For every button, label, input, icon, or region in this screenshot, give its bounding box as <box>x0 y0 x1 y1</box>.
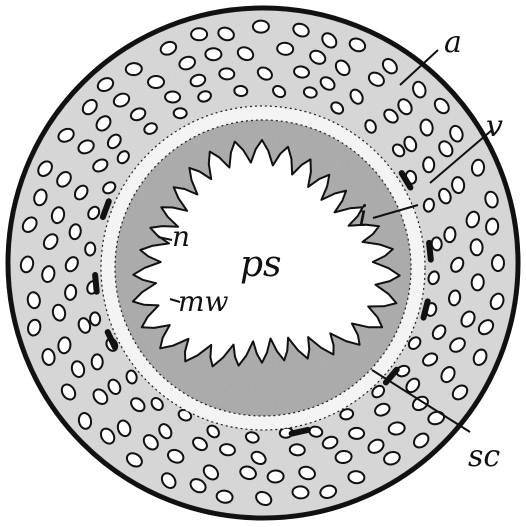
cell <box>148 76 164 88</box>
cell <box>234 85 248 97</box>
cell <box>90 312 101 326</box>
label-sc: sc <box>468 439 500 474</box>
cell <box>470 239 483 256</box>
cell <box>85 242 96 256</box>
cell <box>64 284 77 300</box>
vascular-mark <box>95 275 97 292</box>
cell <box>451 176 465 193</box>
cell <box>431 237 442 251</box>
cell <box>174 108 187 118</box>
cell <box>191 28 207 40</box>
cell <box>349 428 364 439</box>
cell <box>423 157 434 172</box>
cell <box>348 470 365 484</box>
label-mw: mw <box>178 285 229 318</box>
vascular-mark <box>424 301 428 317</box>
cell <box>289 444 305 456</box>
label-n: n <box>172 220 190 253</box>
label-a: a <box>444 25 462 60</box>
cell <box>253 21 269 33</box>
cell <box>471 159 485 176</box>
label-i: i <box>358 199 368 234</box>
cell <box>492 255 504 271</box>
cell <box>485 218 499 235</box>
vascular-mark <box>292 430 308 434</box>
cell <box>219 68 235 80</box>
cell <box>165 91 180 102</box>
cell <box>444 227 457 243</box>
cell <box>92 354 103 369</box>
cell <box>267 470 284 483</box>
cell <box>277 42 294 56</box>
label-v: v <box>486 109 503 144</box>
cell <box>205 48 221 60</box>
label-ps: ps <box>240 244 282 285</box>
cell <box>125 63 142 76</box>
cell <box>292 486 309 500</box>
vascular-mark <box>429 243 431 260</box>
cell <box>471 274 484 291</box>
